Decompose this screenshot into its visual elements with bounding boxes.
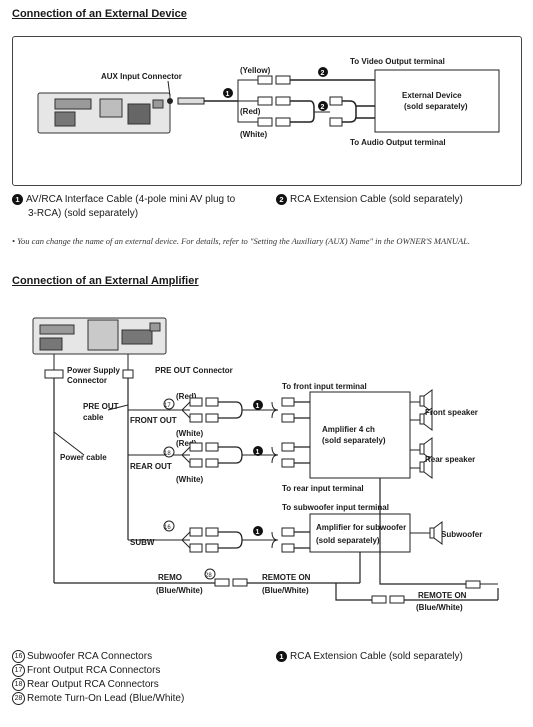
front-out-rca-pair: 1 17	[163, 397, 310, 423]
external-device-box: External Device (sold separately)	[374, 69, 500, 133]
legend-text-18: Rear Output RCA Connectors	[27, 679, 159, 691]
remo-label: REMO	[158, 573, 182, 582]
rear-speakers: Rear speaker	[410, 437, 475, 479]
amplifier-4ch-box: Amplifier 4 ch (sold separately)	[309, 391, 411, 479]
marker-2-audio: 2	[321, 104, 325, 111]
power-cable-label: Power cable	[60, 453, 107, 462]
callout-rear: 18	[164, 451, 171, 457]
rca-plug-white: (White)	[240, 117, 291, 139]
rear-white-label: (White)	[176, 475, 203, 484]
pre-out-connector-label: PRE OUT Connector	[155, 366, 233, 375]
rca-plug-yellow: (Yellow)	[240, 66, 291, 85]
amplifier-subwoofer-box: Amplifier for subwoofer (sold separately…	[309, 513, 411, 553]
front-white-label: (White)	[176, 429, 203, 438]
pre-out-cable-label-2: cable	[83, 413, 104, 422]
label-red: (Red)	[240, 107, 261, 116]
rear-red-label: (Red)	[176, 439, 197, 448]
marker-1-icon-2: 1	[276, 650, 287, 662]
to-audio-output-label: To Audio Output terminal	[350, 138, 446, 147]
remote-on-label-1: REMOTE ON	[262, 573, 311, 582]
subw-rca-pair: 1 16	[163, 520, 310, 553]
callout-remo: 28	[205, 573, 212, 579]
power-supply-connector-label-1: Power Supply	[67, 366, 120, 375]
ampsub-label: Amplifier for subwoofer	[316, 523, 406, 532]
callout-front: 17	[164, 403, 171, 409]
subw-label: SUBW	[130, 538, 155, 547]
marker-1-av: 1	[226, 91, 230, 98]
rear-speaker-label: Rear speaker	[425, 455, 475, 464]
marker-1-subw: 1	[256, 529, 260, 536]
to-rear-input-label: To rear input terminal	[282, 484, 364, 493]
legend-rca-text-2: RCA Extension Cable (sold separately)	[290, 651, 463, 662]
marker-1-rear: 1	[256, 449, 260, 456]
power-cable	[44, 354, 215, 584]
note-external-device-name: • You can change the name of an external…	[12, 236, 471, 246]
num-16-icon: 16	[12, 650, 25, 663]
remote-on-color-2: (Blue/White)	[416, 603, 463, 612]
rca-plug-red: (Red)	[240, 96, 291, 116]
remote-turn-on-lead: 28	[204, 478, 499, 604]
front-speakers: Front speaker	[410, 389, 478, 431]
external-device-sold: (sold separately)	[404, 102, 468, 111]
av-rca-interface-cable: 1	[177, 79, 258, 123]
amp4-sold: (sold separately)	[322, 436, 386, 445]
section1-title: Connection of an External Device	[12, 8, 187, 20]
section2-title: Connection of an External Amplifier	[12, 275, 199, 287]
to-video-output-label: To Video Output terminal	[350, 57, 445, 66]
rear-out-label: REAR OUT	[130, 462, 172, 471]
legend-text-28: Remote Turn-On Lead (Blue/White)	[27, 693, 185, 705]
legend-text-17: Front Output RCA Connectors	[27, 665, 161, 677]
marker-2-video: 2	[321, 70, 325, 77]
front-red-label: (Red)	[176, 392, 197, 401]
to-front-input-label: To front input terminal	[282, 382, 367, 391]
num-28-icon: 28	[12, 692, 25, 706]
num-18-icon: 18	[12, 678, 25, 692]
front-out-label: FRONT OUT	[130, 416, 177, 425]
rca-extension-cable-audio: 2	[290, 96, 375, 127]
subwoofer-speaker: Subwoofer	[410, 521, 482, 545]
legend-av-text-2: 3-RCA) (sold separately)	[28, 208, 139, 219]
remote-on-label-2: REMOTE ON	[418, 591, 467, 600]
remo-color-label: (Blue/White)	[156, 586, 203, 595]
head-unit-rear-2	[32, 317, 167, 355]
aux-input-label: AUX Input Connector	[101, 72, 182, 81]
aux-input-connector: AUX Input Connector	[101, 72, 182, 97]
remote-on-color-1: (Blue/White)	[262, 586, 309, 595]
pre-out-cable-label-1: PRE OUT	[83, 402, 119, 411]
num-17-icon: 17	[12, 664, 25, 678]
marker-1-icon: 1	[12, 193, 23, 205]
amp4-label: Amplifier 4 ch	[322, 425, 375, 434]
external-device-label: External Device	[402, 91, 462, 100]
head-unit-rear	[37, 92, 173, 134]
legend-text-16: Subwoofer RCA Connectors	[27, 651, 153, 663]
to-subwoofer-input-label: To subwoofer input terminal	[282, 503, 389, 512]
marker-2-icon: 2	[276, 193, 287, 205]
rear-out-rca-pair: 1 18	[163, 442, 310, 468]
pre-out-cable	[107, 354, 190, 541]
rca-extension-cable-video: 2	[290, 67, 375, 81]
ampsub-sold: (sold separately)	[316, 536, 380, 545]
legend-av-text-1: AV/RCA Interface Cable (4-pole mini AV p…	[26, 194, 236, 205]
legend-rca-text: RCA Extension Cable (sold separately)	[290, 194, 463, 205]
front-speaker-label: Front speaker	[425, 408, 478, 417]
callout-subw: 16	[164, 525, 171, 531]
marker-1-front: 1	[256, 403, 260, 410]
subwoofer-label: Subwoofer	[441, 530, 482, 539]
label-white: (White)	[240, 130, 267, 139]
label-yellow: (Yellow)	[240, 66, 271, 75]
power-supply-connector-label-2: Connector	[67, 376, 107, 385]
